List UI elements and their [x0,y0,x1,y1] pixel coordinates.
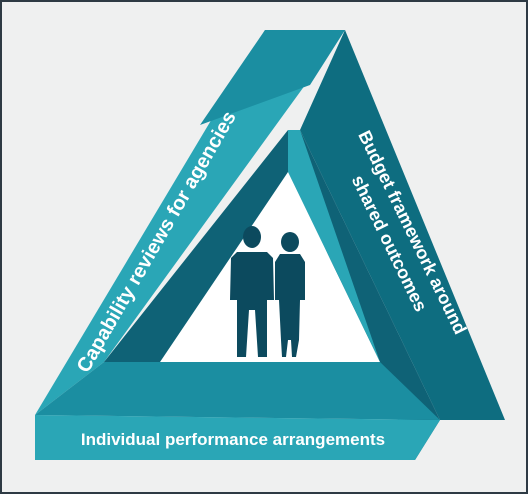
bottom-limb-inner-top [35,362,440,420]
man-silhouette [230,226,274,357]
inner-left-wall [104,130,288,362]
woman-silhouette [275,232,305,357]
people-silhouette [230,226,305,357]
right-limb-top [200,30,345,125]
bottom-side-label: Individual performance arrangements [81,430,385,449]
inner-right-wall [288,130,380,362]
bottom-limb-face [35,415,440,460]
right-limb-face [300,30,505,420]
left-limb-face [35,30,345,415]
